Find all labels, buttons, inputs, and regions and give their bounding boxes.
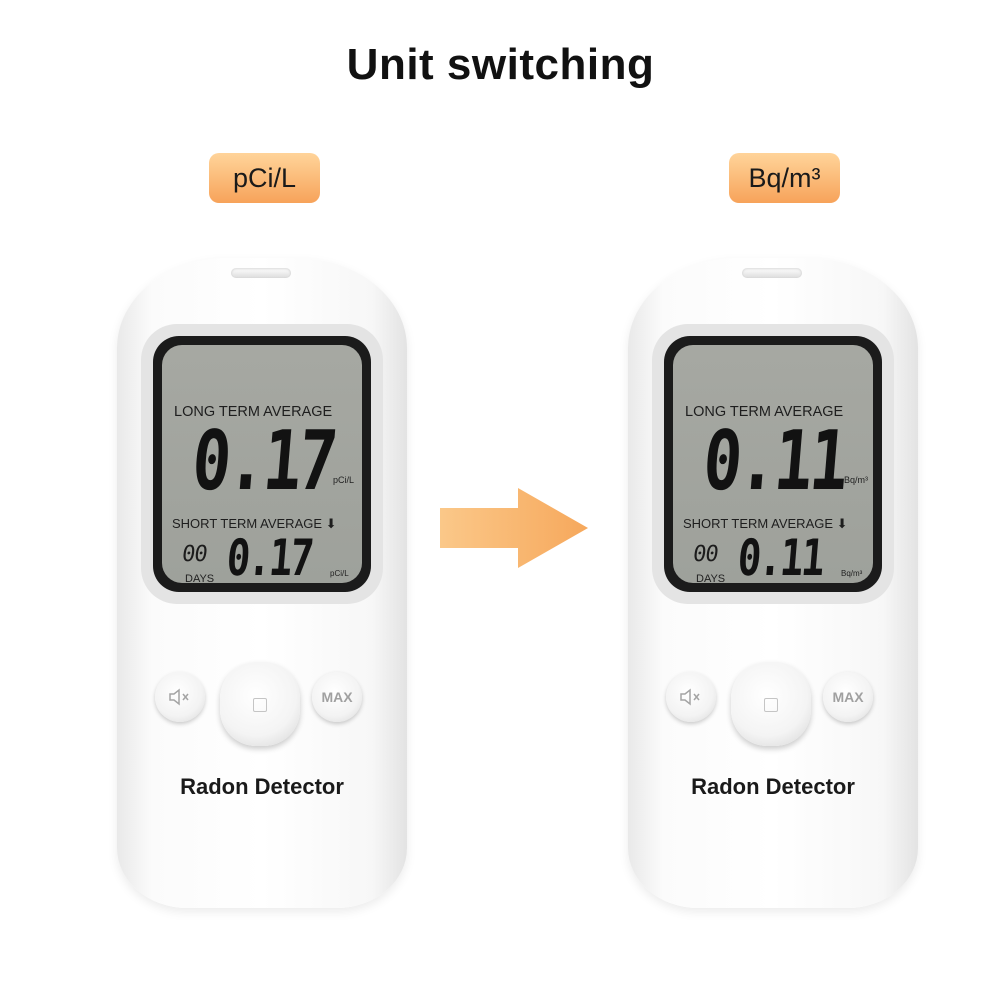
- screen-frame: LONG TERM AVERAGE 0.11 Bq/m³ SHORT TERM …: [664, 336, 882, 592]
- right-arrow-icon: [440, 488, 588, 568]
- lcd-display: LONG TERM AVERAGE 0.17 pCi/L SHORT TERM …: [162, 345, 362, 583]
- brand-label: Radon Detector: [180, 774, 344, 799]
- short-term-label: SHORT TERM AVERAGE ⬇: [172, 516, 337, 531]
- long-term-value: 0.17: [188, 414, 339, 509]
- max-button[interactable]: MAX: [823, 672, 873, 722]
- speaker-mute-icon: [680, 688, 700, 706]
- radon-detector-left: LONG TERM AVERAGE 0.17 pCi/L SHORT TERM …: [117, 258, 407, 908]
- power-button[interactable]: [731, 662, 811, 746]
- short-term-value: 0.17: [224, 529, 314, 583]
- max-button[interactable]: MAX: [312, 672, 362, 722]
- screen-bezel: LONG TERM AVERAGE 0.17 pCi/L SHORT TERM …: [141, 324, 383, 604]
- days-label: DAYS: [696, 573, 726, 583]
- screen-frame: LONG TERM AVERAGE 0.17 pCi/L SHORT TERM …: [153, 336, 371, 592]
- days-label: DAYS: [185, 573, 215, 583]
- long-term-label: LONG TERM AVERAGE: [174, 404, 333, 420]
- short-term-value: 0.11: [735, 529, 825, 583]
- sensor-slot: [742, 268, 802, 278]
- long-term-unit: pCi/L: [333, 475, 355, 485]
- square-icon: [253, 698, 267, 712]
- mute-button[interactable]: [155, 672, 205, 722]
- long-term-unit: Bq/m³: [844, 475, 869, 485]
- long-term-value: 0.11: [699, 414, 850, 509]
- short-term-label: SHORT TERM AVERAGE ⬇: [683, 516, 848, 531]
- screen-bezel: LONG TERM AVERAGE 0.11 Bq/m³ SHORT TERM …: [652, 324, 894, 604]
- page-title: Unit switching: [346, 40, 655, 89]
- days-value: 00: [180, 542, 209, 567]
- lcd-display: LONG TERM AVERAGE 0.11 Bq/m³ SHORT TERM …: [673, 345, 873, 583]
- square-icon: [764, 698, 778, 712]
- brand-label: Radon Detector: [691, 774, 855, 799]
- radon-detector-right: LONG TERM AVERAGE 0.11 Bq/m³ SHORT TERM …: [628, 258, 918, 908]
- power-button[interactable]: [220, 662, 300, 746]
- short-term-unit: pCi/L: [330, 569, 349, 578]
- unit-badge-bq: Bq/m³: [729, 153, 840, 203]
- short-term-unit: Bq/m³: [841, 569, 863, 578]
- days-value: 00: [691, 542, 720, 567]
- mute-button[interactable]: [666, 672, 716, 722]
- sensor-slot: [231, 268, 291, 278]
- unit-badge-pci: pCi/L: [209, 153, 320, 203]
- long-term-label: LONG TERM AVERAGE: [685, 404, 844, 420]
- speaker-mute-icon: [169, 688, 189, 706]
